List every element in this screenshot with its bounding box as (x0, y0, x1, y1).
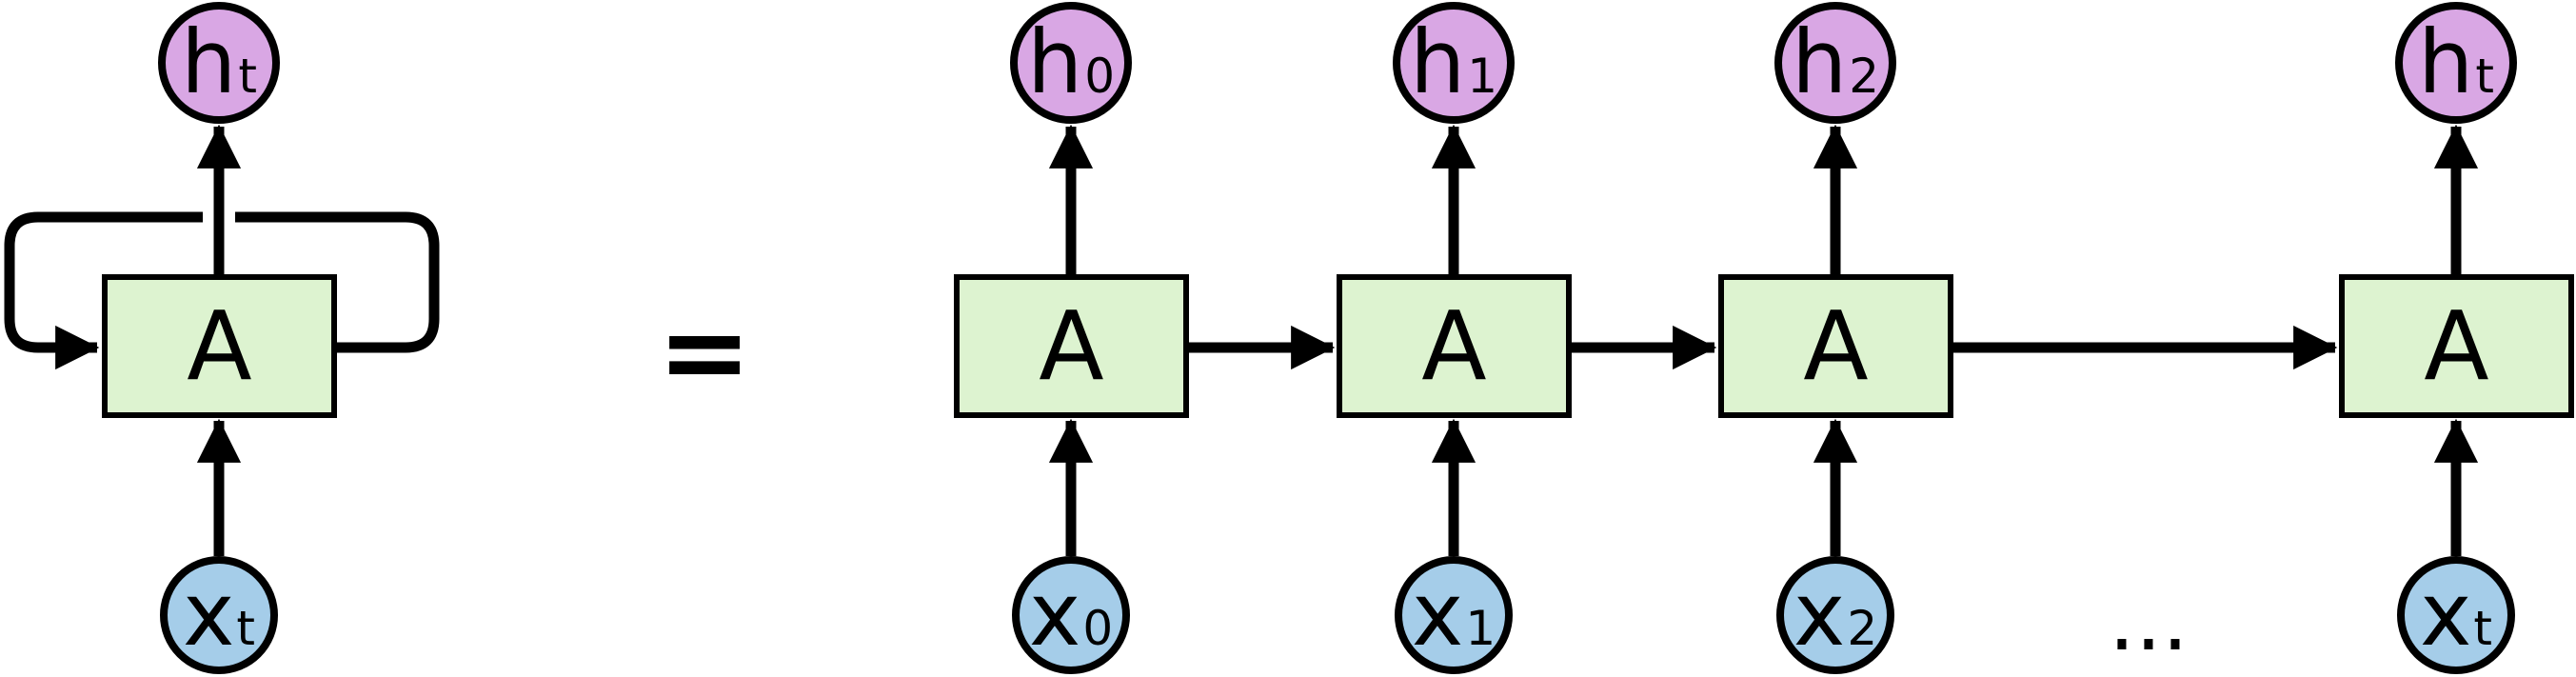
ellipsis-label: ... (2109, 571, 2189, 669)
unit2-input-node: x 2 (1776, 556, 1894, 674)
unit0-input-base: x (1028, 564, 1081, 666)
unit0-cell-label: A (1039, 289, 1104, 402)
unit1-input-label: x 1 (1412, 571, 1496, 659)
unit0-hidden-base: h (1026, 11, 1083, 113)
unit3-hidden-base: h (2418, 11, 2474, 113)
unit2-input-base: x (1793, 564, 1846, 666)
unit2-hidden-node: h 2 (1774, 2, 1896, 124)
unit0-hidden-label: h 0 (1027, 19, 1115, 107)
unit2-input-label: x 2 (1793, 571, 1877, 659)
unit2-hidden-label: h 2 (1792, 19, 1879, 107)
unit3-hidden-label: h t (2418, 19, 2494, 107)
rolled-hidden-label: h t (181, 19, 257, 107)
unit1-hidden-node: h 1 (1393, 2, 1515, 124)
rolled-cell-label: A (187, 289, 252, 402)
unit1-input-node: x 1 (1395, 556, 1513, 674)
rolled-hidden-node: h t (158, 2, 280, 124)
unit0-hidden-node: h 0 (1010, 2, 1132, 124)
unit3-cell-label: A (2424, 289, 2489, 402)
rolled-hidden-sub: t (238, 49, 257, 104)
recurrence-loop-arrow (4, 211, 440, 348)
rolled-input-base: x (182, 564, 235, 666)
unit0-cell-box: A (954, 274, 1189, 418)
rolled-input-label: x t (183, 571, 255, 659)
unit2-hidden-base: h (1791, 11, 1848, 113)
equals-sign: = (657, 286, 752, 417)
unit3-hidden-sub: t (2475, 49, 2494, 104)
unit0-input-sub: 0 (1082, 601, 1114, 656)
unit3-input-sub: t (2473, 601, 2493, 656)
rolled-input-sub: t (236, 601, 256, 656)
unit1-cell-label: A (1421, 289, 1487, 402)
unit2-hidden-sub: 2 (1849, 49, 1880, 104)
rolled-cell-box: A (102, 274, 337, 418)
unit1-hidden-sub: 1 (1467, 49, 1498, 104)
unit3-input-base: x (2419, 564, 2472, 666)
unit1-cell-box: A (1337, 274, 1572, 418)
unit1-input-base: x (1411, 564, 1464, 666)
rolled-input-node: x t (160, 556, 278, 674)
unit3-hidden-node: h t (2395, 2, 2517, 124)
unit3-cell-box: A (2339, 274, 2574, 418)
unit3-input-label: x t (2420, 571, 2492, 659)
unit0-input-label: x 0 (1029, 571, 1113, 659)
unit3-input-node: x t (2397, 556, 2515, 674)
unit1-input-sub: 1 (1465, 601, 1496, 656)
rolled-hidden-base: h (181, 11, 237, 113)
unit1-hidden-label: h 1 (1410, 19, 1497, 107)
unit0-input-node: x 0 (1012, 556, 1130, 674)
unit2-cell-label: A (1803, 289, 1869, 402)
unit0-hidden-sub: 0 (1084, 49, 1116, 104)
unit1-hidden-base: h (1409, 11, 1466, 113)
unit2-cell-box: A (1718, 274, 1953, 418)
unit2-input-sub: 2 (1847, 601, 1878, 656)
